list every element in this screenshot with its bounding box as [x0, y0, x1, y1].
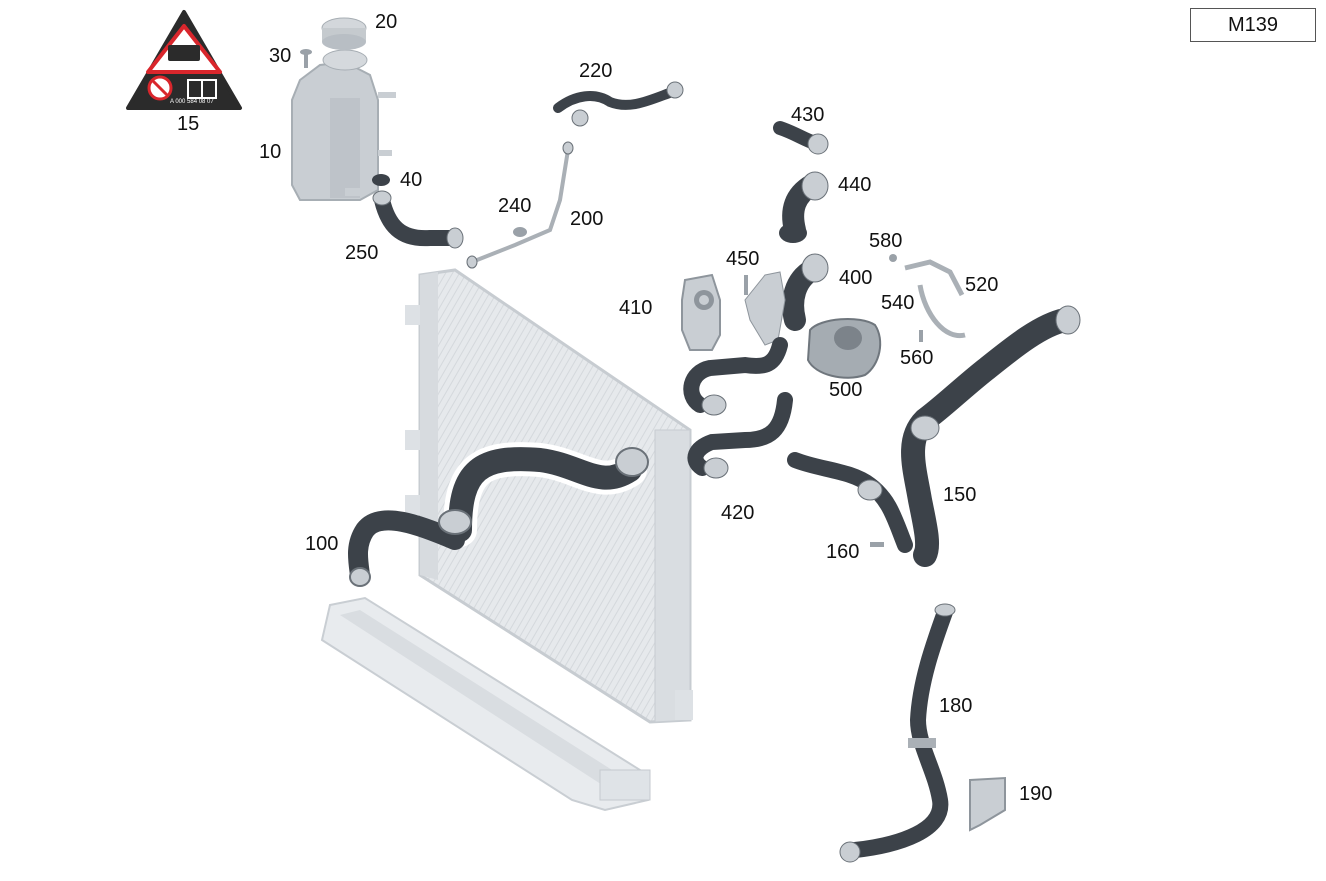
expansion-tank — [291, 49, 396, 201]
hose-180 — [839, 603, 956, 863]
label-450: 450 — [726, 248, 760, 270]
warning-label-15 — [126, 10, 242, 110]
hose-160 — [787, 452, 913, 553]
label-150: 150 — [943, 484, 977, 506]
label-420: 420 — [721, 502, 755, 524]
label-580: 580 — [869, 230, 903, 252]
hose-250 — [372, 190, 464, 249]
label-190: 190 — [1019, 783, 1053, 805]
label-15: 15 — [177, 113, 200, 135]
connector-450 — [744, 271, 786, 346]
bracket-190 — [969, 776, 1006, 832]
label-200: 200 — [570, 208, 604, 230]
label-100: 100 — [305, 533, 339, 555]
hose-400 — [782, 253, 829, 331]
charge-air-cooler — [320, 596, 651, 812]
label-10: 10 — [259, 141, 282, 163]
thermostat-housing-410 — [681, 273, 721, 351]
label-180: 180 — [939, 695, 973, 717]
grommet-40 — [372, 174, 390, 186]
label-410: 410 — [619, 297, 653, 319]
label-520: 520 — [965, 274, 999, 296]
label-160: 160 — [826, 541, 860, 563]
clip-240 — [513, 227, 527, 237]
label-440: 440 — [838, 174, 872, 196]
label-500: 500 — [829, 379, 863, 401]
hose-440 — [779, 171, 829, 243]
water-pump-500 — [806, 318, 882, 379]
hose-430 — [773, 121, 829, 155]
label-220: 220 — [579, 60, 613, 82]
label-400: 400 — [839, 267, 873, 289]
label-540: 540 — [881, 292, 915, 314]
warning-part-number: A 000 584 08 07 — [170, 99, 214, 105]
radiator — [405, 268, 693, 724]
bolt-30 — [300, 49, 312, 68]
label-40: 40 — [400, 169, 423, 191]
pipe-200 — [466, 141, 574, 269]
hose-150 — [901, 305, 1081, 567]
hose-420 — [683, 337, 793, 479]
hose-220 — [553, 81, 684, 127]
label-250: 250 — [345, 242, 379, 264]
tank-cap — [321, 17, 367, 50]
label-30: 30 — [269, 45, 292, 67]
bracket-520 — [889, 254, 966, 342]
label-20: 20 — [375, 11, 398, 33]
label-560: 560 — [900, 347, 934, 369]
model-code-box: M139 — [1190, 8, 1316, 42]
label-240: 240 — [498, 195, 532, 217]
hose-100 — [348, 442, 649, 587]
label-430: 430 — [791, 104, 825, 126]
